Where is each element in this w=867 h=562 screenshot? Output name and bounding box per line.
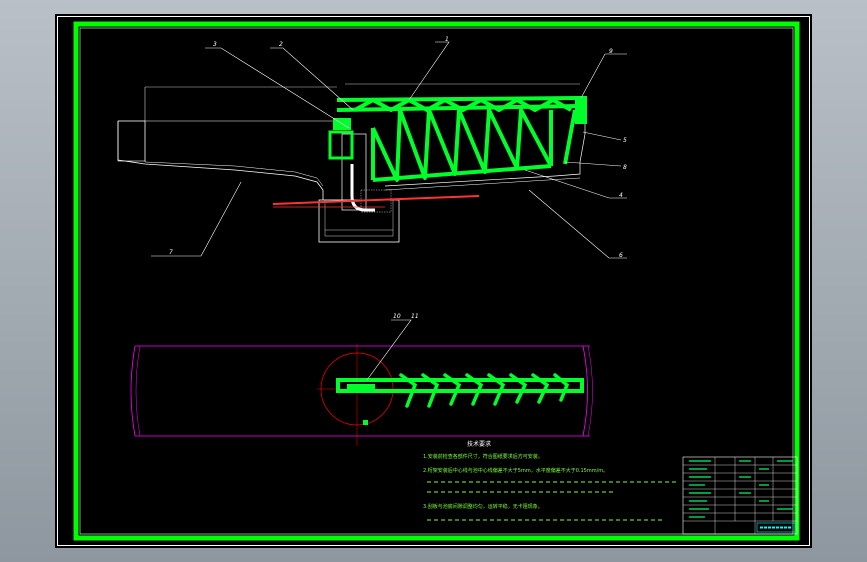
notes-line-2: 2.桁架安装后中心线与池中心线偏差不大于5mm，水平度偏差不大于0.15mm/m… (423, 467, 608, 474)
notes-line-3: 3.刮板与池底间隙调整均匀，运转平稳，无卡阻现象。 (423, 503, 543, 510)
skimmer-box (575, 96, 587, 124)
balloon-5: 5 (623, 137, 627, 144)
wall-cap (117, 120, 146, 162)
balloon-1: 1 (445, 36, 449, 43)
inlet-pipe (350, 164, 375, 212)
title-block-logo (756, 522, 796, 533)
balloon-2: 2 (279, 41, 283, 48)
leader-10-11 (366, 319, 412, 381)
bridge-plan (336, 378, 584, 393)
tank-left-arc (130, 345, 136, 437)
balloon-11: 11 (411, 313, 419, 320)
notes-line-1: 1.安装前检查各部件尺寸，符合图纸要求后方可安装。 (423, 453, 543, 460)
tank-section-outline (117, 121, 324, 200)
central-column (341, 133, 367, 211)
notes-title: 技术要求 (467, 440, 491, 448)
bottom-slope (384, 177, 581, 191)
drawing-sheet: 3 2 1 9 5 8 4 6 7 (55, 14, 812, 548)
balloon-9: 9 (609, 48, 613, 55)
inner-border (79, 27, 794, 535)
title-block-frame (682, 456, 798, 535)
tank-right-wall (384, 106, 586, 187)
balloon-4: 4 (619, 192, 623, 199)
balloon-7: 7 (169, 249, 173, 256)
leader-lines (151, 41, 627, 259)
technical-notes: 技术要求 1.安装前检查各部件尺寸，符合图纸要求后方可安装。 2.桁架安装后中心… (423, 440, 677, 521)
balloon-3: 3 (213, 41, 217, 48)
tank-left-arc-inner (135, 345, 141, 437)
scraper-blades (399, 373, 570, 408)
green-frame (73, 21, 800, 541)
section-view: 3 2 1 9 5 8 4 6 7 (117, 36, 627, 259)
sludge-outlet (363, 420, 368, 425)
title-block (682, 456, 798, 535)
sludge-pipe (272, 195, 480, 205)
central-pit (318, 199, 400, 243)
central-pit-inner (324, 199, 394, 237)
bridge-plan-center (347, 384, 375, 389)
truss-bridge (336, 96, 581, 182)
tank-right-arc (582, 345, 588, 437)
tank-right-arc-inner (587, 345, 593, 437)
balloon-6: 6 (619, 252, 623, 259)
drive-unit-2 (328, 130, 354, 160)
plan-view: 10 11 (130, 313, 593, 446)
balloon-10: 10 (393, 313, 401, 320)
cad-drawing: 3 2 1 9 5 8 4 6 7 (57, 16, 810, 546)
outer-border (57, 16, 810, 546)
balloon-8: 8 (623, 164, 627, 171)
